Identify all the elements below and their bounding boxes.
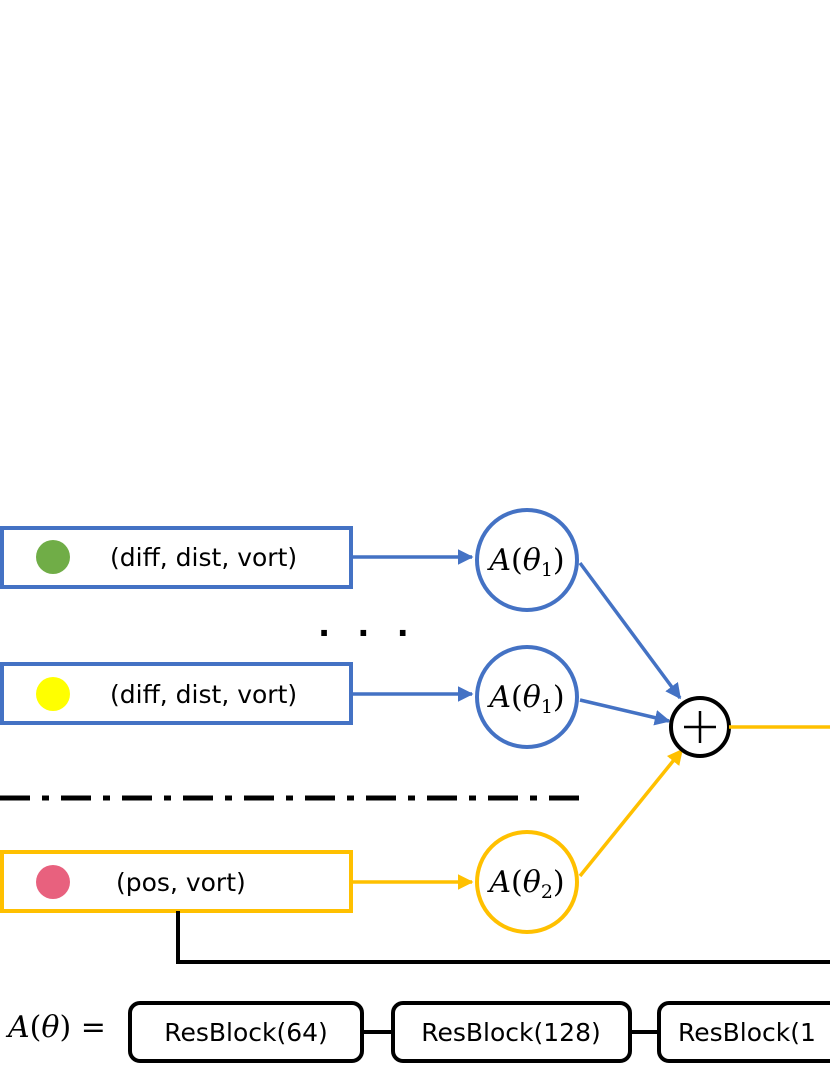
resblock-3: ResBlock(1 [657, 1001, 830, 1063]
input-label-2: (diff, dist, vort) [110, 680, 297, 709]
pink-dot-icon [36, 865, 70, 899]
node-a-theta-1: A(θ1) [475, 508, 579, 612]
plus-circle-icon [669, 696, 731, 758]
definition-lhs: A(θ) = [5, 1010, 106, 1045]
node-a-theta-2: A(θ1) [475, 645, 579, 749]
resblock-1: ResBlock(64) [128, 1001, 364, 1063]
svg-text:ResBlock(64): ResBlock(64) [164, 1018, 328, 1047]
input-label-3: (pos, vort) [116, 868, 246, 897]
green-dot-icon [36, 540, 70, 574]
skip-connection-line [176, 911, 830, 964]
input-box-1: (diff, dist, vort) [0, 526, 353, 589]
svg-text:A(θ1): A(θ1) [486, 680, 564, 718]
node-a-theta-3: A(θ2) [475, 830, 579, 934]
yellow-dot-icon [36, 677, 70, 711]
svg-text:ResBlock(1: ResBlock(1 [678, 1018, 816, 1047]
arrow-node1-to-sum [578, 561, 682, 700]
svg-text:ResBlock(128): ResBlock(128) [421, 1018, 601, 1047]
input-box-2: (diff, dist, vort) [0, 662, 353, 725]
input-box-3: (pos, vort) [0, 850, 353, 913]
arrow-node2-to-sum [579, 698, 671, 726]
svg-text:A(θ2): A(θ2) [486, 865, 564, 903]
resblock-2: ResBlock(128) [391, 1001, 632, 1063]
ellipsis: . . . [318, 606, 417, 644]
svg-text:A(θ1): A(θ1) [486, 543, 564, 581]
arrow-node3-to-sum [578, 748, 684, 878]
input-label-1: (diff, dist, vort) [110, 543, 297, 572]
